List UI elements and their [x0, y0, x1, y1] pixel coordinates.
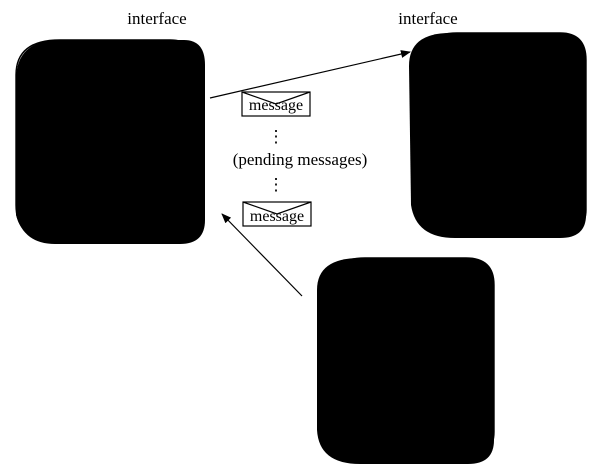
state-table	[91, 68, 149, 115]
method-b-label: B	[94, 202, 105, 221]
message-envelope-bottom: message	[242, 201, 312, 227]
method-a-lines	[420, 395, 476, 417]
method-a-lines	[92, 170, 147, 192]
object-box	[328, 257, 495, 457]
actor-object-top-left: thread state: methods: A B	[15, 39, 205, 244]
thread-access-arrow	[399, 306, 423, 407]
method-b-label: B	[421, 428, 432, 447]
object-box-shadow	[317, 258, 494, 464]
ellipsis-dots-bottom: ⋮	[268, 175, 285, 194]
thread-access-arrow	[491, 79, 514, 174]
message-send-arrow	[209, 50, 411, 99]
message-label-bottom: message	[250, 208, 304, 225]
state-label: state:	[432, 266, 468, 285]
thread-label: thread	[446, 40, 489, 59]
pending-messages-label: (pending messages)	[233, 150, 368, 169]
message-incoming-arrow	[221, 213, 303, 297]
thread-squiggle	[455, 67, 473, 174]
object-box-shadow	[409, 33, 586, 238]
interface-label-left: interface	[127, 9, 186, 28]
ellipsis-dots-top: ⋮	[268, 127, 285, 146]
method-a-label: A	[421, 378, 434, 397]
object-box-shadow	[16, 40, 205, 244]
state-table	[511, 64, 570, 111]
method-b-lines	[511, 214, 568, 226]
actor-object-bottom: thread state: methods: A B	[317, 257, 495, 464]
methods-label: methods:	[513, 128, 575, 147]
thread-squiggle	[36, 74, 54, 183]
state-label: state:	[523, 40, 559, 59]
object-box	[421, 32, 587, 233]
method-a-lines	[511, 167, 568, 189]
method-a-label: A	[513, 150, 526, 169]
actor-object-top-right: thread state: methods: A B	[409, 32, 587, 238]
thread-label: thread	[34, 46, 77, 65]
thread-label: thread	[354, 266, 397, 285]
method-a-label: A	[94, 153, 107, 172]
method-b-label: B	[513, 200, 524, 219]
state-label: state:	[92, 46, 128, 65]
methods-label: methods:	[421, 356, 483, 375]
interface-label-right: interface	[398, 9, 457, 28]
state-table	[420, 292, 477, 338]
methods-label: methods:	[92, 132, 154, 151]
method-b-lines	[92, 217, 147, 229]
object-box	[15, 39, 196, 239]
message-label-top: message	[249, 97, 303, 114]
thread-squiggle	[362, 295, 381, 406]
message-envelope-top: message	[241, 91, 311, 117]
thread-access-arrow	[75, 83, 98, 178]
method-b-lines	[420, 442, 476, 454]
